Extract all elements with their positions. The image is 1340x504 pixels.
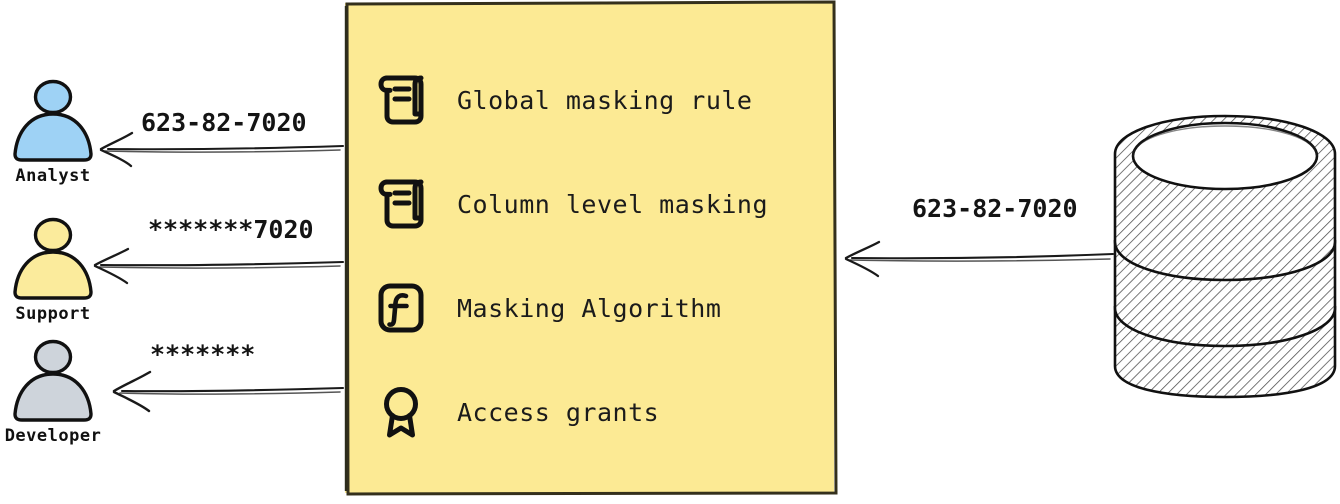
actor-analyst[interactable]: Analyst (0, 78, 108, 186)
flow-label-support: *******7020 (148, 215, 314, 244)
policy-item-access-grants[interactable]: Access grants (375, 360, 815, 464)
actor-developer[interactable]: Developer (0, 338, 108, 446)
person-icon-support (13, 217, 93, 300)
flow-label-database: 623-82-7020 (912, 194, 1078, 223)
policy-item-label: Global masking rule (457, 85, 753, 115)
policy-item-global-masking-rule[interactable]: Global masking rule (375, 48, 815, 152)
person-icon-developer (13, 339, 93, 422)
actor-support[interactable]: Support (0, 216, 108, 324)
award-icon (384, 387, 418, 438)
actor-label-developer: Developer (4, 426, 102, 446)
arrow-to-analyst (99, 131, 345, 168)
flow-label-developer: ******* (150, 340, 256, 369)
policy-item-column-level-masking[interactable]: Column level masking (375, 152, 815, 256)
flow-label-analyst: 623-82-7020 (141, 108, 307, 137)
actor-label-support: Support (15, 304, 91, 324)
policy-item-masking-algorithm[interactable]: Masking Algorithm (375, 256, 815, 360)
function-icon (378, 283, 424, 333)
arrow-to-support (93, 247, 345, 285)
policy-item-label: Column level masking (457, 189, 769, 219)
scroll-icon (378, 75, 424, 125)
database-disc-top (1113, 114, 1337, 282)
scroll-icon (378, 179, 424, 229)
database-cylinder-icon[interactable] (1112, 112, 1338, 400)
policy-item-list: Global masking rule Column level masking… (375, 48, 815, 464)
policy-item-label: Access grants (457, 397, 660, 427)
arrow-to-developer (112, 370, 345, 413)
policy-item-label: Masking Algorithm (457, 293, 722, 323)
arrow-db-to-panel (844, 240, 1115, 278)
person-icon-analyst (13, 79, 93, 162)
actor-label-analyst: Analyst (15, 166, 91, 186)
